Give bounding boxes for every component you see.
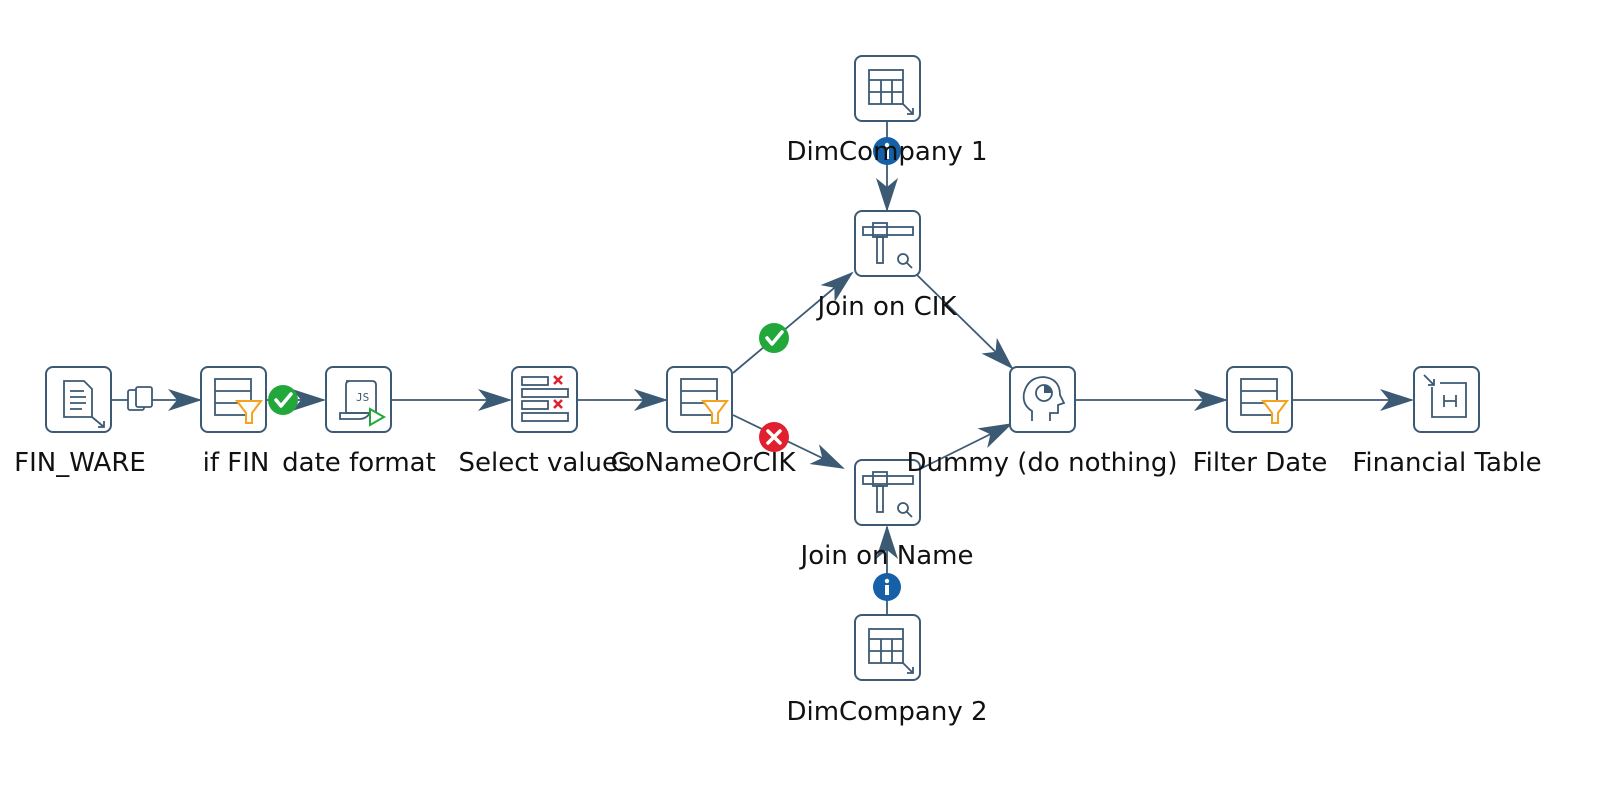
- step-label: if FIN: [203, 448, 270, 478]
- filter-rows-icon: [214, 378, 263, 424]
- true-check-icon: [268, 385, 298, 415]
- step-label: Financial Table: [1352, 448, 1541, 478]
- hop-joincik-dummy[interactable]: [914, 272, 1014, 370]
- dummy-head-icon: [1022, 376, 1066, 421]
- stream-lookup-icon: [862, 222, 914, 269]
- hop-joinname-dummy[interactable]: [917, 423, 1013, 471]
- step-label: Filter Date: [1193, 448, 1328, 478]
- step-join-on-cik[interactable]: [854, 210, 921, 277]
- step-dimcompany-2[interactable]: [854, 614, 921, 681]
- filter-rows-icon: [1240, 378, 1289, 424]
- copy-rows-icon: [127, 386, 153, 411]
- table-input-icon: [868, 628, 914, 674]
- hops: [112, 121, 1414, 614]
- select-values-icon: [521, 375, 569, 422]
- step-financial-table[interactable]: [1413, 366, 1480, 433]
- step-label: Join on CIK: [815, 292, 957, 322]
- javascript-script-icon: JS: [339, 380, 387, 427]
- step-dummy[interactable]: [1009, 366, 1076, 433]
- step-if-fin[interactable]: [200, 366, 267, 433]
- step-date-format[interactable]: JS: [325, 366, 392, 433]
- info-icon: [873, 137, 901, 165]
- hop-conameorcik-joincik[interactable]: [732, 271, 854, 374]
- step-join-on-name[interactable]: [854, 459, 921, 526]
- step-conameorcik[interactable]: [666, 366, 733, 433]
- step-label: date format: [282, 448, 436, 478]
- hop-badges: [127, 137, 901, 601]
- step-label: Join on Name: [799, 541, 974, 571]
- table-input-icon: [868, 69, 914, 115]
- step-label: FIN_WARE: [14, 448, 146, 478]
- step-label: CoNameOrCIK: [611, 448, 797, 478]
- step-label: DimCompany 1: [786, 137, 987, 167]
- step-fin-ware[interactable]: [45, 366, 112, 433]
- svg-text:JS: JS: [356, 391, 369, 404]
- step-label: Dummy (do nothing): [906, 448, 1177, 478]
- filter-rows-icon: [680, 378, 729, 424]
- table-output-icon: [1423, 374, 1467, 418]
- info-icon: [873, 573, 901, 601]
- true-check-icon: [759, 323, 789, 353]
- step-select-values[interactable]: [511, 366, 578, 433]
- step-label: DimCompany 2: [786, 697, 987, 727]
- stream-lookup-icon: [862, 471, 914, 518]
- step-filter-date[interactable]: [1226, 366, 1293, 433]
- false-cross-icon: [759, 422, 789, 452]
- text-file-input-icon: [63, 380, 105, 428]
- step-dimcompany-1[interactable]: [854, 55, 921, 122]
- step-label: Select values: [458, 448, 631, 478]
